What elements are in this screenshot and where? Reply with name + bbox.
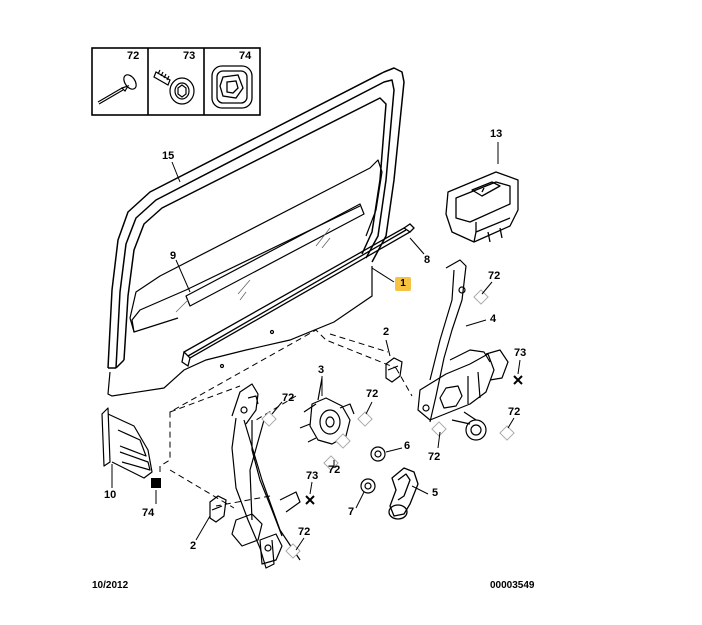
electric-regulator bbox=[417, 259, 509, 441]
callout-6: 6 bbox=[404, 440, 411, 452]
clip-nut-marker bbox=[151, 478, 161, 488]
leader-lines bbox=[111, 142, 521, 551]
callout-72-c: 72 bbox=[366, 388, 379, 400]
callout-4: 4 bbox=[490, 313, 497, 325]
footer-reference: 00003549 bbox=[490, 580, 535, 591]
door-panel-outline bbox=[107, 266, 373, 397]
callout-72-d: 72 bbox=[508, 406, 521, 418]
footer-date: 10/2012 bbox=[92, 580, 129, 591]
bolt-markers bbox=[305, 375, 523, 505]
window-handle bbox=[388, 467, 419, 520]
callout-13: 13 bbox=[490, 128, 503, 140]
bolt-icon bbox=[153, 69, 195, 105]
callout-9: 9 bbox=[170, 250, 177, 262]
callout-2-upper: 2 bbox=[383, 326, 390, 338]
legend-number-rivet: 72 bbox=[127, 50, 140, 62]
callout-2-lower: 2 bbox=[190, 540, 197, 552]
callout-72-a: 72 bbox=[488, 270, 501, 282]
clip-part-lower bbox=[209, 495, 227, 523]
callout-72-e: 72 bbox=[428, 451, 441, 463]
window-switch bbox=[445, 171, 519, 243]
dashed-reference-lines bbox=[159, 329, 413, 509]
callout-1-highlight: 1 bbox=[395, 277, 411, 291]
legend-number-bolt: 73 bbox=[183, 50, 196, 62]
rivet-icon bbox=[97, 74, 137, 105]
callout-10: 10 bbox=[104, 489, 117, 501]
regulator-motor-3 bbox=[299, 377, 355, 445]
callout-5: 5 bbox=[432, 487, 439, 499]
callout-73-a: 73 bbox=[514, 347, 527, 359]
callout-74: 74 bbox=[142, 507, 155, 519]
callout-72-f: 72 bbox=[328, 464, 341, 476]
door-frame bbox=[107, 67, 405, 369]
window-regulator-left bbox=[231, 383, 301, 569]
legend-number-clip-nut: 74 bbox=[239, 50, 252, 62]
callout-8: 8 bbox=[424, 254, 431, 266]
callout-7: 7 bbox=[348, 506, 355, 518]
clip-nut-icon bbox=[211, 65, 253, 109]
waist-seal-strip bbox=[181, 223, 415, 368]
callout-15: 15 bbox=[162, 150, 175, 162]
washer-6 bbox=[370, 446, 386, 462]
washer-7 bbox=[360, 478, 376, 494]
fastener-legend bbox=[91, 47, 261, 116]
callout-72-b: 72 bbox=[282, 392, 295, 404]
callout-72-g: 72 bbox=[298, 526, 311, 538]
rivet-markers bbox=[261, 289, 515, 559]
callout-3: 3 bbox=[318, 364, 325, 376]
clip-part-upper bbox=[385, 357, 403, 383]
door-glass bbox=[129, 159, 383, 333]
callout-73-b: 73 bbox=[306, 470, 319, 482]
bracket-part bbox=[101, 407, 153, 479]
